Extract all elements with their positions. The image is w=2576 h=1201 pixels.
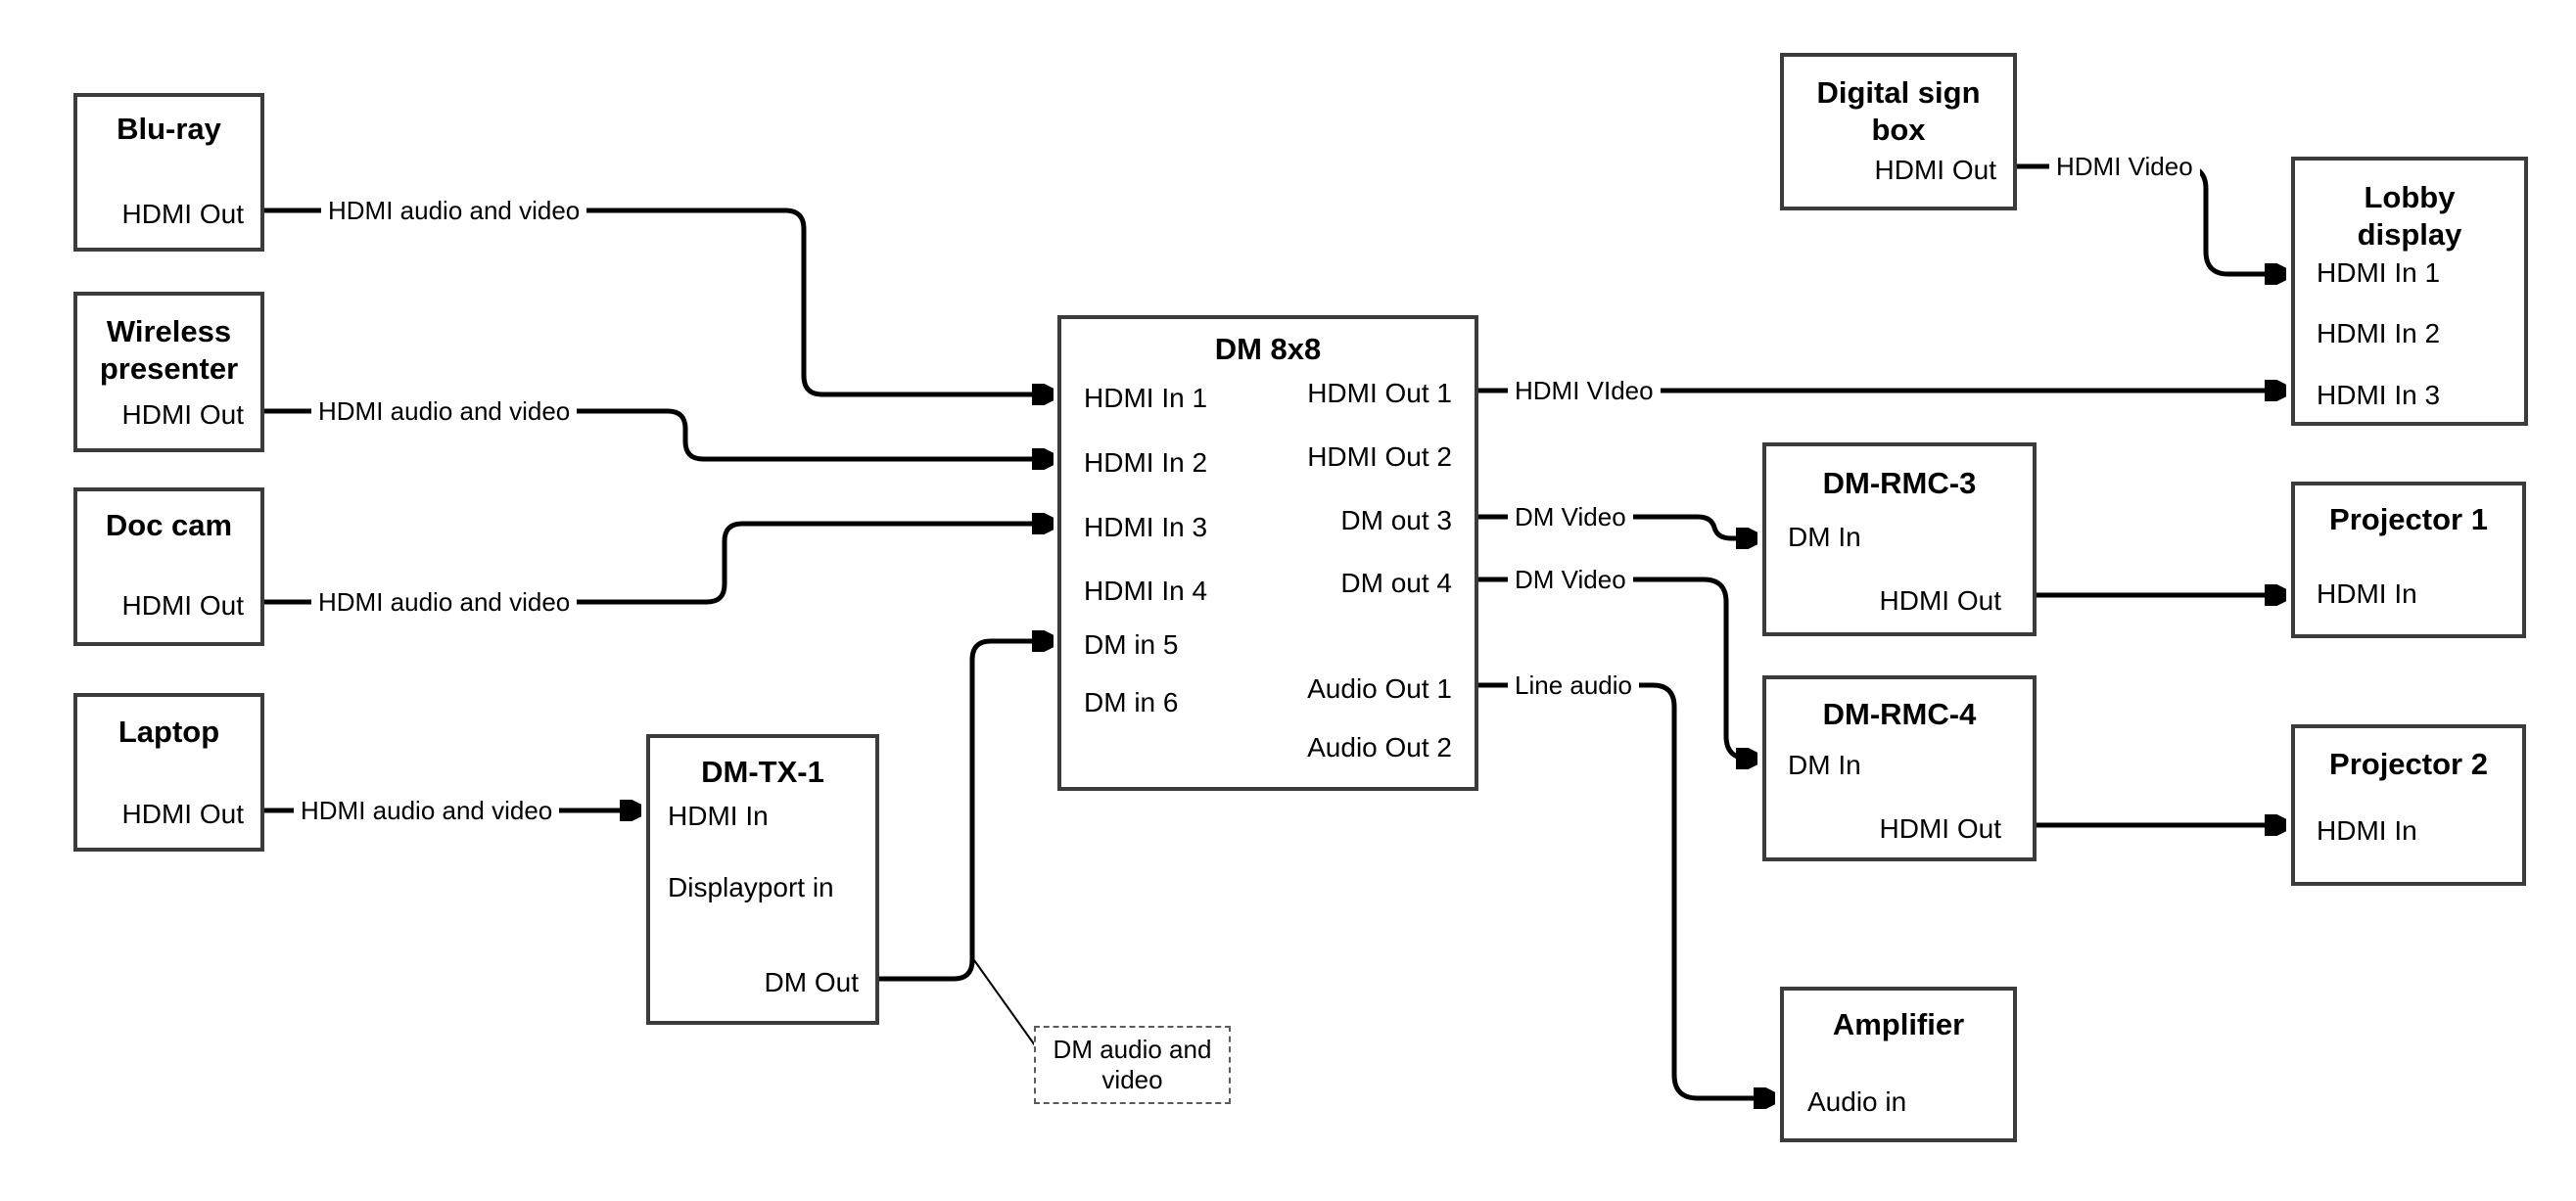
node-title: DM 8x8: [1214, 332, 1322, 366]
port-dm-out: DM Out: [764, 967, 859, 997]
wire-label-hdmi-audio-video-3: HDMI audio and video: [311, 586, 578, 618]
note-line: video: [1101, 1065, 1163, 1094]
node-blu-ray: Blu-ray HDMI Out: [73, 93, 264, 252]
port-dm-in: DM In: [1788, 522, 1861, 552]
wire-label-hdmi-audio-video-1: HDMI audio and video: [321, 195, 587, 226]
port-audio-in: Audio in: [1807, 1086, 1907, 1117]
port-audio-out-2: Audio Out 2: [1307, 732, 1452, 762]
node-projector-1: Projector 1 HDMI In: [2291, 482, 2526, 638]
node-title: Doc cam: [105, 508, 233, 542]
node-amplifier: Amplifier Audio in: [1780, 987, 2017, 1142]
port-hdmi-out: HDMI Out: [121, 199, 244, 229]
wire-label-dm-video-1: DM Video: [1508, 501, 1633, 532]
node-dm-rmc-3: DM-RMC-3 DM In HDMI Out: [1762, 442, 2037, 636]
port-hdmi-in-2: HDMI In 2: [2317, 318, 2441, 348]
port-hdmi-out: HDMI Out: [1879, 585, 2001, 616]
wire-label-hdmi-video-out1: HDMI VIdeo: [1508, 375, 1661, 406]
node-doc-cam: Doc cam HDMI Out: [73, 487, 264, 646]
node-title: Digital sign: [1816, 75, 1981, 110]
port-displayport-in: Displayport in: [668, 872, 834, 902]
port-hdmi-out: HDMI Out: [121, 590, 244, 621]
wire-bluray-to-dm8x8-in1: [264, 208, 1052, 394]
node-digital-sign-box: Digital sign box HDMI Out: [1780, 53, 2017, 210]
note-dm-audio-video: DM audio and video: [1034, 1026, 1231, 1104]
node-title: Blu-ray: [117, 112, 221, 146]
wire-dm8x8-audio1-to-amp: [1478, 682, 1773, 1098]
port-hdmi-in-1: HDMI In 1: [2317, 257, 2441, 288]
wire-digitalsign-to-lobby-in1: [2017, 163, 2284, 274]
node-title: Amplifier: [1832, 1007, 1965, 1041]
port-dm-out-4: DM out 4: [1340, 568, 1452, 598]
node-projector-2: Projector 2 HDMI In: [2291, 724, 2526, 886]
node-dm-rmc-4: DM-RMC-4 DM In HDMI Out: [1762, 675, 2037, 861]
wire-label-hdmi-video-sign: HDMI Video: [2049, 151, 2200, 182]
port-hdmi-in-3: HDMI In 3: [1084, 512, 1208, 542]
node-title: DM-RMC-3: [1822, 466, 1977, 500]
node-title: DM-TX-1: [701, 755, 824, 789]
node-dm-tx-1: DM-TX-1 HDMI In Displayport in DM Out: [646, 734, 879, 1025]
port-hdmi-out: HDMI Out: [1879, 813, 2001, 844]
wire-label-dm-video-2: DM Video: [1508, 564, 1633, 595]
node-title: box: [1871, 113, 1926, 147]
note-callout-line: [973, 959, 1036, 1046]
wire-wireless-to-dm8x8-in2: [264, 408, 1052, 459]
node-title: Projector 2: [2329, 747, 2488, 781]
wire-dm8x8-out3-to-rmc3: [1478, 514, 1756, 538]
port-hdmi-in: HDMI In: [2317, 578, 2417, 609]
wire-doccam-to-dm8x8-in3: [264, 524, 1052, 605]
port-hdmi-out-1: HDMI Out 1: [1307, 378, 1452, 408]
node-dm-8x8: DM 8x8 HDMI In 1 HDMI In 2 HDMI In 3 HDM…: [1057, 315, 1478, 791]
port-hdmi-out: HDMI Out: [121, 799, 244, 829]
wire-label-hdmi-audio-video-4: HDMI audio and video: [294, 795, 560, 826]
node-title: Lobby: [2364, 180, 2456, 214]
port-hdmi-out: HDMI Out: [1874, 155, 1996, 185]
port-hdmi-in-2: HDMI In 2: [1084, 447, 1208, 478]
port-dm-in-6: DM in 6: [1084, 687, 1179, 717]
wire-dmtx1-to-dm8x8-in5: [879, 641, 1052, 982]
node-lobby-display: Lobby display HDMI In 1 HDMI In 2 HDMI I…: [2291, 157, 2528, 426]
port-hdmi-in-3: HDMI In 3: [2317, 380, 2441, 410]
node-title: Laptop: [117, 715, 220, 749]
wire-label-line-audio: Line audio: [1508, 670, 1639, 701]
node-title: Projector 1: [2329, 502, 2488, 536]
node-title: display: [2357, 217, 2462, 252]
port-hdmi-in-1: HDMI In 1: [1084, 383, 1208, 413]
port-hdmi-in: HDMI In: [668, 801, 769, 831]
node-title: DM-RMC-4: [1822, 697, 1977, 731]
wire-dm8x8-out4-to-rmc4: [1478, 577, 1756, 759]
port-dm-in-5: DM in 5: [1084, 629, 1179, 660]
port-hdmi-out: HDMI Out: [121, 399, 244, 430]
port-dm-in: DM In: [1788, 750, 1861, 780]
node-wireless-presenter: Wireless presenter HDMI Out: [73, 292, 264, 452]
port-audio-out-1: Audio Out 1: [1307, 673, 1452, 704]
node-laptop: Laptop HDMI Out: [73, 693, 264, 852]
node-title: presenter: [99, 351, 239, 386]
port-hdmi-in-4: HDMI In 4: [1084, 576, 1208, 606]
port-hdmi-out-2: HDMI Out 2: [1307, 441, 1452, 472]
node-title: Wireless: [106, 314, 232, 348]
port-dm-out-3: DM out 3: [1340, 505, 1452, 535]
wire-label-hdmi-audio-video-2: HDMI audio and video: [311, 395, 578, 427]
port-hdmi-in: HDMI In: [2317, 815, 2417, 846]
note-line: DM audio and: [1053, 1035, 1212, 1064]
